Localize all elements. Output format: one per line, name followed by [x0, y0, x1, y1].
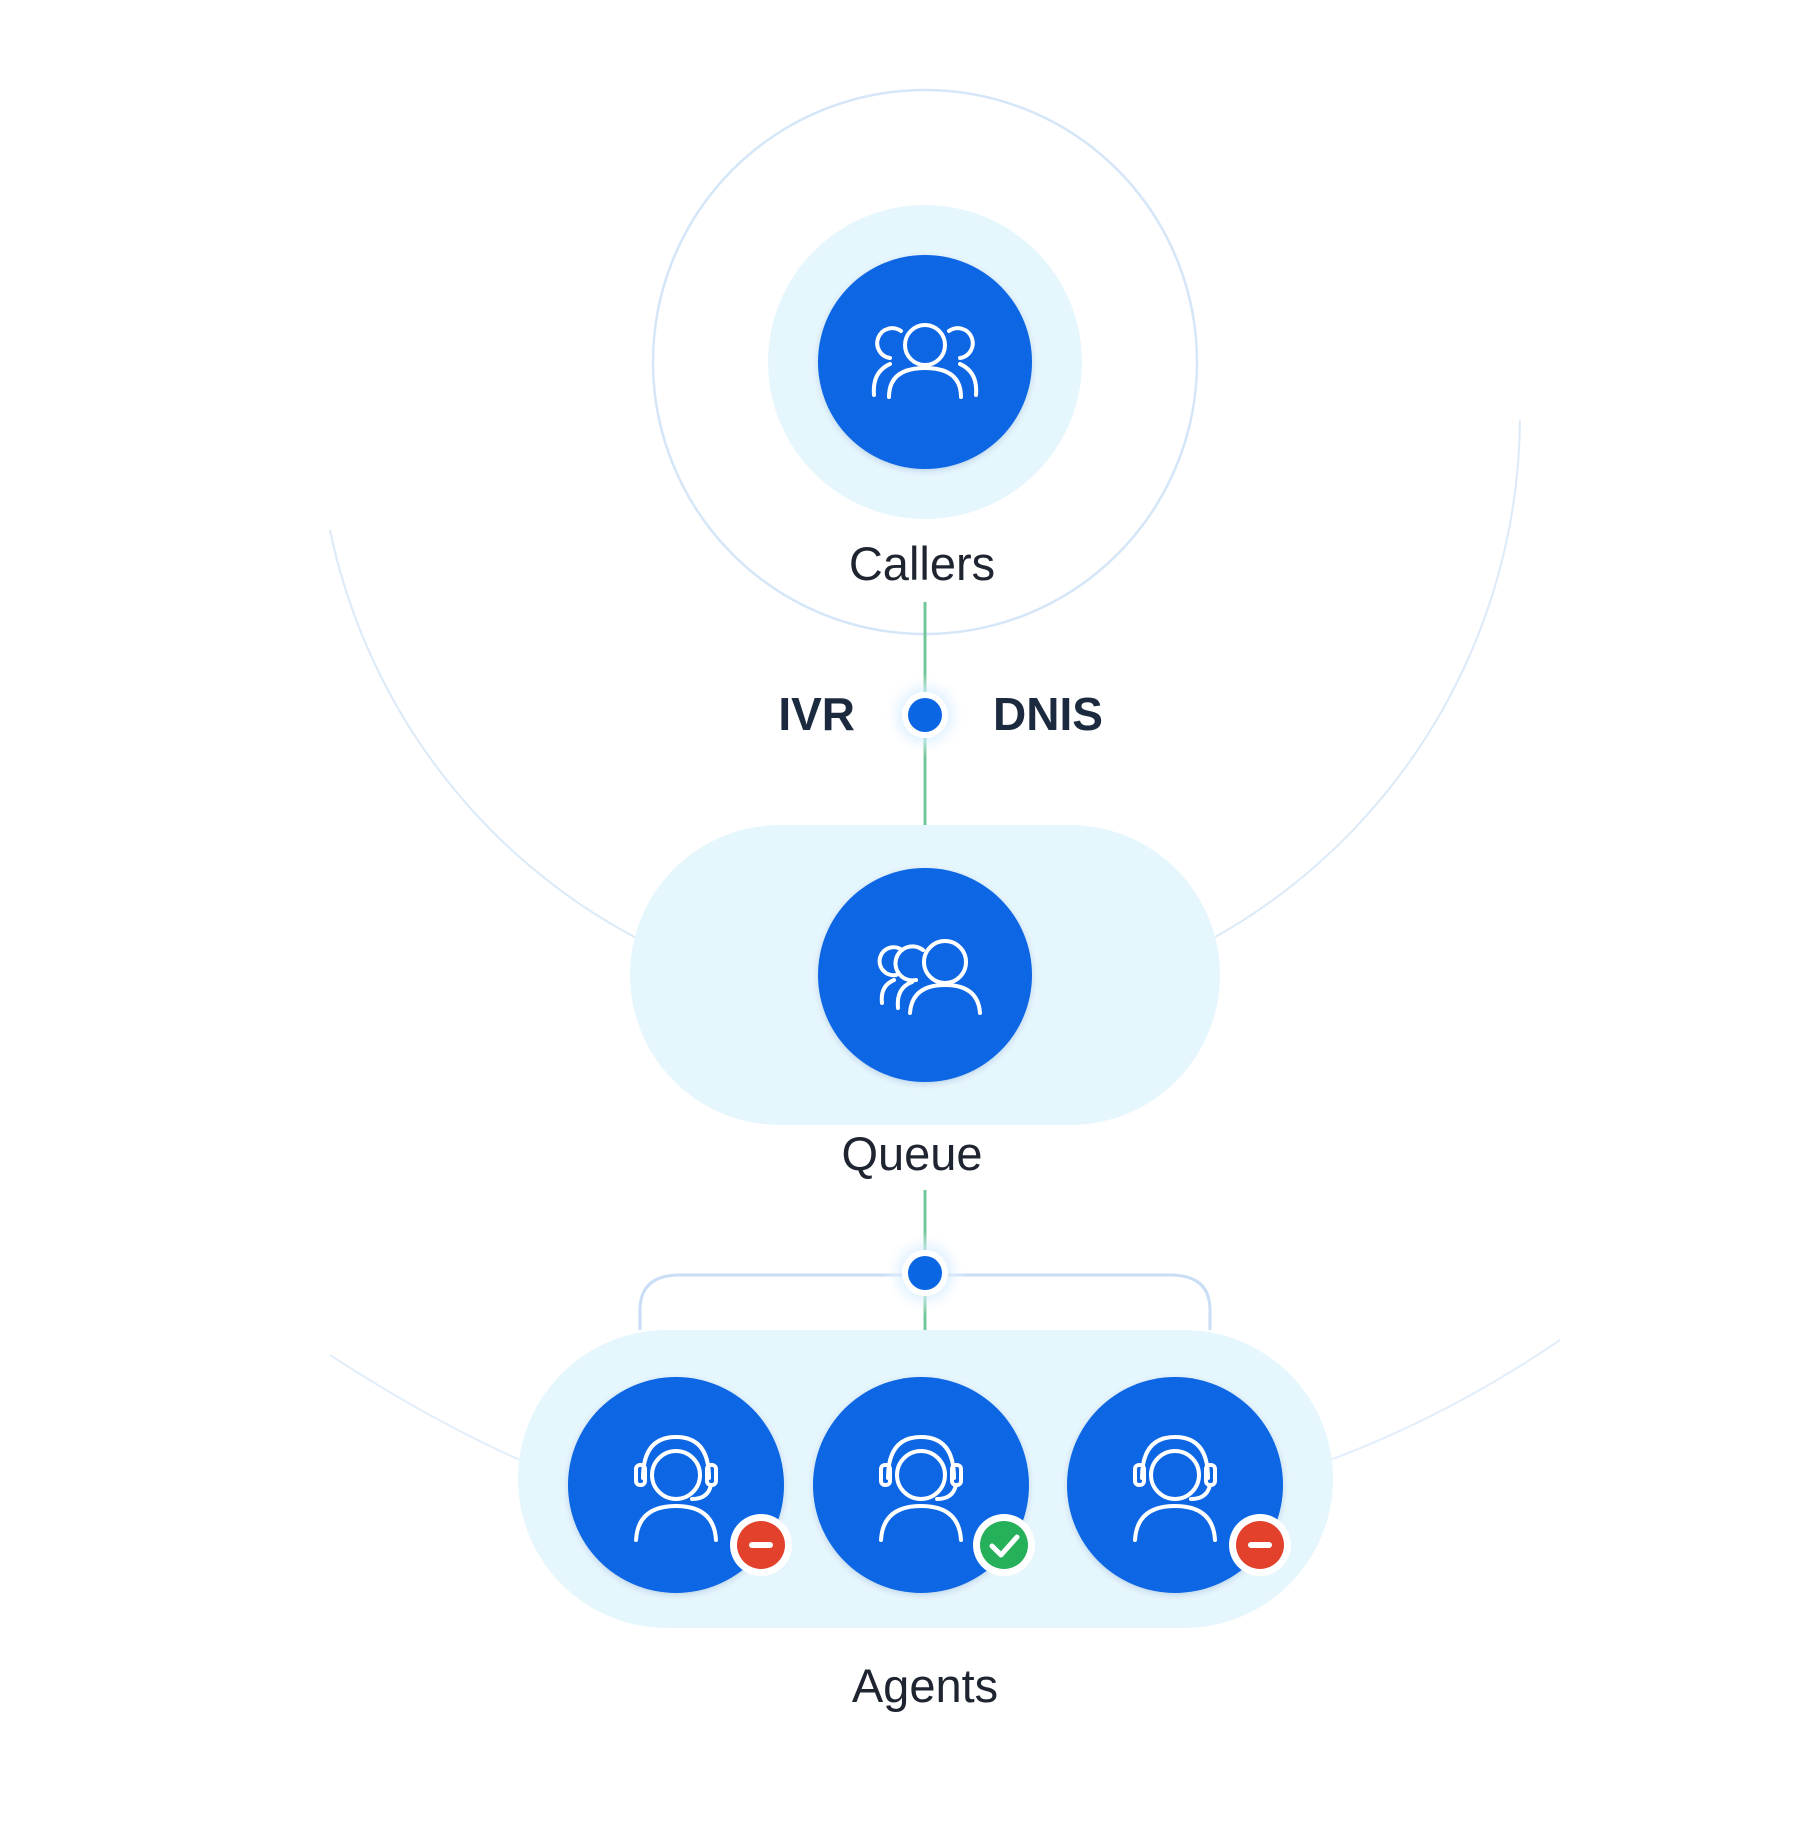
- agent-1: [568, 1377, 792, 1593]
- agents-label: Agents: [852, 1659, 998, 1712]
- agent-3: [1067, 1377, 1291, 1593]
- check-circle-icon: [973, 1514, 1035, 1576]
- minus-circle-icon: [1229, 1514, 1291, 1576]
- queue-label: Queue: [841, 1127, 982, 1180]
- callers-label: Callers: [849, 537, 995, 590]
- outer-ring-arc: [329, 529, 641, 941]
- outer-ring-arc: [1329, 1339, 1561, 1461]
- ivr-label: IVR: [778, 688, 855, 740]
- agent-headset-icon: [1133, 1435, 1217, 1542]
- callers-group-icon: [871, 323, 979, 399]
- callers-circle: [818, 255, 1032, 469]
- minus-circle-icon: [730, 1514, 792, 1576]
- background-rings: [329, 419, 1561, 1461]
- queue-node: Queue: [630, 825, 1220, 1180]
- agent-headset-icon: [634, 1435, 718, 1542]
- routing-dot: [908, 1256, 942, 1290]
- callers-queue-connector: IVR DNIS: [778, 602, 1103, 825]
- agents-node: Agents: [518, 1330, 1333, 1712]
- dnis-label: DNIS: [993, 688, 1103, 740]
- agent-2: [813, 1377, 1035, 1593]
- outer-ring-arc: [329, 1354, 521, 1461]
- agent-circle: [568, 1377, 784, 1593]
- routing-dot: [908, 698, 942, 732]
- agent-headset-icon: [879, 1435, 963, 1542]
- queue-people-icon: [877, 939, 982, 1015]
- agent-circle: [1067, 1377, 1283, 1593]
- queue-agents-connector: [638, 1190, 1212, 1378]
- queue-circle: [818, 868, 1032, 1082]
- callers-node: Callers: [651, 88, 1199, 636]
- outer-ring-arc: [1209, 419, 1521, 941]
